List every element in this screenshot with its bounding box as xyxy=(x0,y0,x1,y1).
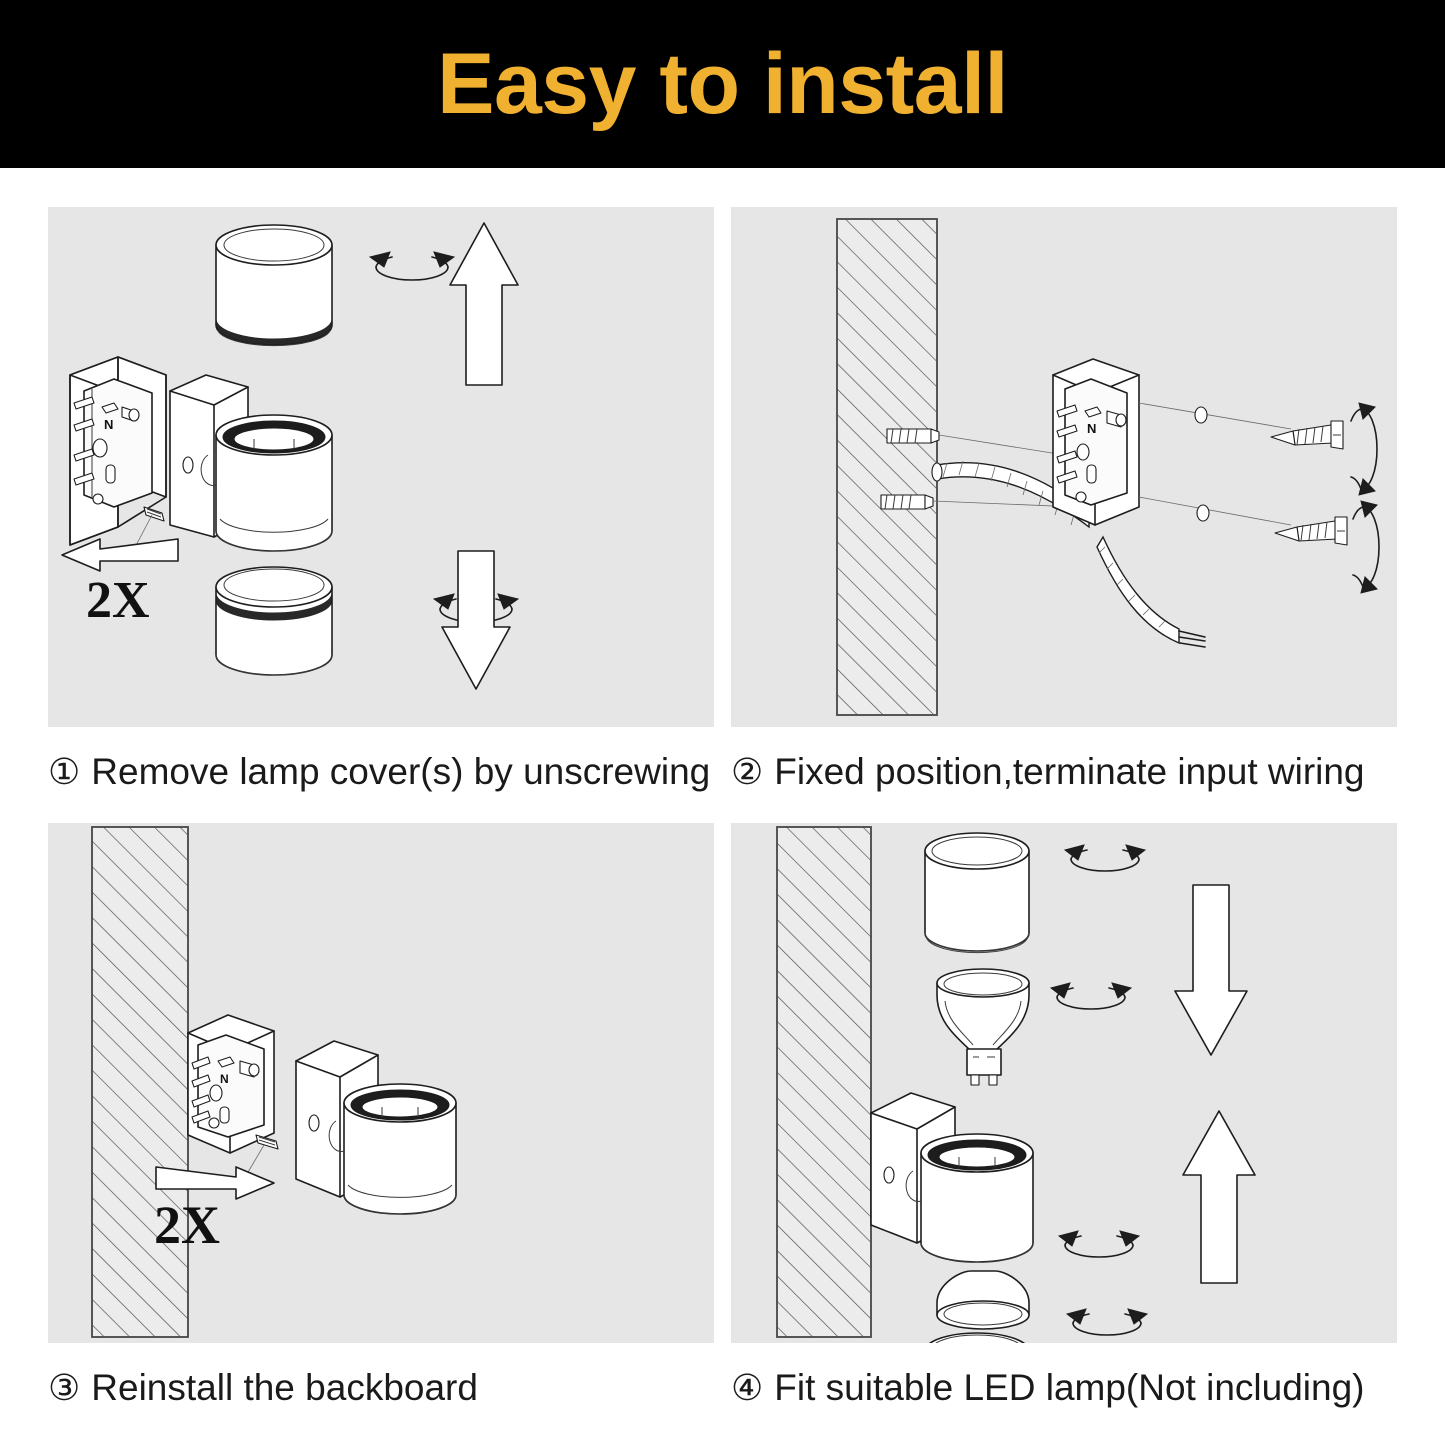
step-4-caption-text: Fit suitable LED lamp(Not including) xyxy=(774,1367,1365,1408)
svg-text:N: N xyxy=(104,417,113,432)
rotate-arrow-lower-icon xyxy=(1352,500,1380,594)
page-title: Easy to install xyxy=(437,36,1008,132)
terminal-label-n: N xyxy=(220,1072,229,1086)
step-3-caption-text: Reinstall the backboard xyxy=(91,1367,478,1408)
straight-arrow-up-icon xyxy=(1182,1110,1256,1284)
step-3-caption: ③ Reinstall the backboard xyxy=(48,1367,714,1410)
rotate-arrow-bulb-top-icon xyxy=(1049,982,1133,1010)
lamp-cover-bottom-icon xyxy=(929,1332,1025,1343)
step-1-illustration: N 2X xyxy=(48,207,714,727)
terminal-label-n: N xyxy=(1087,421,1096,436)
step-1-caption: ① Remove lamp cover(s) by unscrewing xyxy=(48,751,714,794)
gu10-bulb-top-icon xyxy=(936,968,1030,1086)
lamp-cover-icon xyxy=(328,1083,457,1215)
hatched-wall-icon xyxy=(776,826,872,1338)
multiplier-label-2x: 2X xyxy=(86,572,150,629)
push-arrow-right-icon xyxy=(155,1166,275,1200)
straight-arrow-down-icon xyxy=(1174,884,1248,1056)
step-1: N 2X xyxy=(48,207,714,794)
step-4-caption: ④ Fit suitable LED lamp(Not including) xyxy=(731,1367,1397,1410)
backboard-exploded-icon: N xyxy=(69,356,167,546)
screw-lower-icon xyxy=(1274,516,1348,546)
screw-upper-icon xyxy=(1270,420,1344,450)
wall-anchor-upper-icon xyxy=(886,428,940,444)
header-banner: Easy to install xyxy=(0,0,1445,168)
step-4: ④ Fit suitable LED lamp(Not including) xyxy=(731,823,1397,1410)
pull-arrow-left-icon xyxy=(61,538,179,572)
step-2-number: ② xyxy=(731,751,764,792)
lamp-body-icon xyxy=(169,374,333,552)
hatched-wall-icon xyxy=(836,218,938,716)
lamp-body-mounted-icon xyxy=(870,1092,1034,1263)
rotate-arrow-bottom-icon xyxy=(432,593,520,623)
step-3: N 2X xyxy=(48,823,714,1410)
step-2-caption-text: Fixed position,terminate input wiring xyxy=(774,751,1365,792)
step-3-number: ③ xyxy=(48,1367,81,1408)
backboard-icon: N xyxy=(1052,358,1140,526)
gu10-bulb-bottom-icon xyxy=(936,1270,1030,1330)
step-2: N xyxy=(731,207,1397,794)
straight-arrow-up-icon xyxy=(449,222,519,386)
multiplier-label-2x: 2X xyxy=(154,1195,220,1255)
step-1-number: ① xyxy=(48,751,81,792)
backboard-icon: N xyxy=(187,1014,279,1154)
lamp-cover-top-icon xyxy=(215,224,333,347)
step-2-caption: ② Fixed position,terminate input wiring xyxy=(731,751,1397,794)
lamp-cover-top-icon xyxy=(924,832,1030,954)
steps-grid: N 2X xyxy=(0,168,1445,1445)
hatched-wall-icon xyxy=(91,826,189,1338)
rotate-arrow-upper-icon xyxy=(1350,402,1378,496)
rotate-arrow-top-icon xyxy=(368,251,456,281)
step-4-illustration xyxy=(731,823,1397,1343)
rotate-arrow-bulb-bottom-icon xyxy=(1057,1230,1141,1258)
step-1-caption-text: Remove lamp cover(s) by unscrewing xyxy=(91,751,711,792)
step-2-illustration: N xyxy=(731,207,1397,727)
rotate-arrow-cover-bottom-icon xyxy=(1065,1308,1149,1336)
wall-anchor-lower-icon xyxy=(880,494,934,510)
step-3-illustration: N 2X xyxy=(48,823,714,1343)
rotate-arrow-cover-top-icon xyxy=(1063,844,1147,872)
lamp-body-icon xyxy=(295,1040,457,1215)
step-4-number: ④ xyxy=(731,1367,764,1408)
straight-arrow-down-icon xyxy=(441,550,511,690)
lamp-cover-bottom-icon xyxy=(215,566,333,676)
